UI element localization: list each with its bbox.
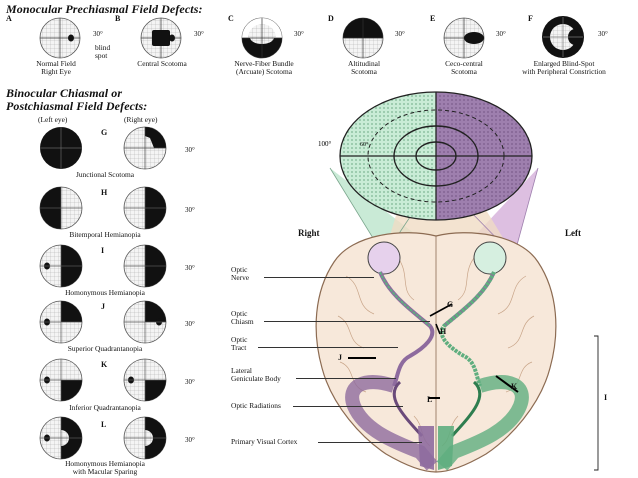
degree-l: 30° xyxy=(185,436,195,444)
field-d xyxy=(342,17,384,59)
caption-h: Bitemporal Hemianopia xyxy=(69,230,141,239)
marker-j: J xyxy=(338,353,342,362)
degree-b: 30° xyxy=(194,30,204,38)
marker-k: K xyxy=(511,382,518,391)
binocular-heading-line1: Binocular Chiasmal or xyxy=(6,86,123,100)
binocular-heading-line2: Postchiasmal Field Defects: xyxy=(6,99,148,113)
field-k-left xyxy=(39,358,83,402)
field-l-left xyxy=(39,416,83,460)
caption-k: Inferior Quadrantanopia xyxy=(69,403,141,412)
right-eye-label: (Right eye) xyxy=(124,115,158,124)
field-j-left xyxy=(39,300,83,344)
field-h-right xyxy=(123,186,167,230)
lgb-leader xyxy=(296,378,396,379)
degree-a: 30° xyxy=(93,30,103,38)
field-f xyxy=(542,16,584,58)
left-side-label: Left xyxy=(565,228,581,238)
field-l-right xyxy=(123,416,167,460)
panel-letter-f: F xyxy=(528,14,533,23)
marker-g: G xyxy=(447,300,454,309)
right-side-label: Right xyxy=(298,228,320,238)
right-eyeball xyxy=(367,241,401,275)
primary-visual-cortex-label: Primary Visual Cortex xyxy=(231,437,298,446)
field-i-right xyxy=(123,244,167,288)
row-letter-l: L xyxy=(101,420,107,429)
caption-c: Nerve-Fiber Bundle (Arcuate) Scotoma xyxy=(234,59,294,76)
degree-h: 30° xyxy=(185,206,195,214)
row-letter-i: I xyxy=(101,246,105,255)
panel-letter-b: B xyxy=(115,14,121,23)
caption-g: Junctional Scotoma xyxy=(75,170,135,179)
visual-pathway-diagram: 100° 60° xyxy=(315,91,599,473)
panel-letter-e: E xyxy=(430,14,436,23)
left-eyeball xyxy=(473,241,507,275)
row-letter-g: G xyxy=(101,128,108,137)
caption-b: Central Scotoma xyxy=(137,59,187,68)
field-h-left xyxy=(39,186,83,230)
field-j-right xyxy=(123,300,167,344)
degree-e: 30° xyxy=(496,30,506,38)
marker-i: I xyxy=(604,393,608,402)
cortex-leader xyxy=(318,442,422,443)
monocular-heading: Monocular Prechiasmal Field Defects: xyxy=(6,2,203,16)
row-letter-k: K xyxy=(101,360,108,369)
optic-radiations-leader xyxy=(293,406,403,407)
degree-k: 30° xyxy=(185,378,195,386)
degree-60-label: 60° xyxy=(360,141,369,148)
left-eye-label: (Left eye) xyxy=(38,115,68,124)
optic-tract-leader xyxy=(258,347,398,348)
row-letter-j: J xyxy=(101,302,105,311)
field-g-right xyxy=(123,126,167,170)
field-k-right xyxy=(123,358,167,402)
degree-c: 30° xyxy=(294,30,304,38)
degree-d: 30° xyxy=(395,30,405,38)
field-c xyxy=(241,17,283,59)
optic-tract-label: Optic Tract xyxy=(231,335,248,352)
field-e xyxy=(443,17,485,59)
lgb-label: Lateral Geniculate Body xyxy=(231,366,281,383)
panel-letter-d: D xyxy=(328,14,334,23)
caption-j: Superior Quadrantanopia xyxy=(67,344,143,353)
caption-d: Altitudinal Scotoma xyxy=(347,59,381,76)
degree-g: 30° xyxy=(185,146,195,154)
row-letter-h: H xyxy=(101,188,108,197)
degree-i: 30° xyxy=(185,264,195,272)
caption-f: Enlarged Blind-Spot with Peripheral Cons… xyxy=(522,59,606,76)
panel-letter-a: A xyxy=(6,14,12,23)
optic-radiations-label: Optic Radiations xyxy=(231,401,281,410)
caption-l: Homonymous Hemianopia with Macular Spari… xyxy=(65,459,145,476)
optic-nerve-label: Optic Nerve xyxy=(231,265,250,282)
degree-j: 30° xyxy=(185,320,195,328)
caption-i: Homonymous Hemianopia xyxy=(65,288,145,297)
field-g-left xyxy=(40,127,82,169)
optic-chiasm-leader xyxy=(264,321,430,322)
optic-nerve-leader xyxy=(264,277,374,278)
field-i-left xyxy=(39,244,83,288)
optic-chiasm-label: Optic Chiasm xyxy=(231,309,254,326)
field-b xyxy=(140,17,182,59)
marker-l: L xyxy=(427,395,433,404)
visual-field-circle xyxy=(339,91,533,221)
marker-h: H xyxy=(440,327,447,336)
panel-letter-c: C xyxy=(228,14,234,23)
blind-spot-label: blind spot xyxy=(95,43,111,60)
field-a xyxy=(39,17,81,59)
degree-f: 30° xyxy=(598,30,608,38)
degree-100-label: 100° xyxy=(318,140,332,148)
caption-a: Normal Field Right Eye xyxy=(36,59,76,76)
caption-e: Ceco-central Scotoma xyxy=(445,59,483,76)
